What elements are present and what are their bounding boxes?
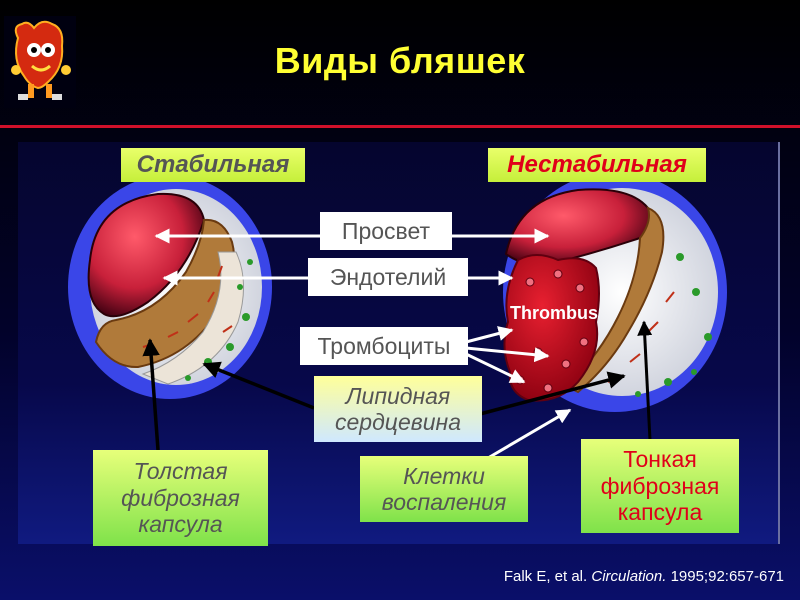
thin-cap-line3: капсула xyxy=(617,499,703,526)
lipid-core-label: Липидная сердцевина xyxy=(314,376,482,442)
stable-plaque-vessel xyxy=(68,175,272,399)
platelets-arrow-3 xyxy=(465,352,526,384)
thin-cap-arrow xyxy=(637,320,653,441)
black-pointer-arrows xyxy=(142,338,626,451)
thick-cap-line3: капсула xyxy=(138,511,223,538)
thin-cap-line2: фиброзная xyxy=(600,472,720,499)
lumen-label: Просвет xyxy=(320,212,452,250)
citation-details: 1995;92:657-671 xyxy=(670,568,784,585)
platelets-arrow-1 xyxy=(465,326,514,344)
white-pointer-arrows xyxy=(154,228,653,460)
unstable-plaque-vessel: Thrombus xyxy=(503,172,727,412)
thick-cap-arrow xyxy=(142,338,160,451)
lipid-core-label-line1: Липидная xyxy=(345,382,451,409)
heart-logo-icon xyxy=(4,16,76,108)
inflammatory-cells-label-line1: Клетки xyxy=(403,462,485,489)
lipid-arrow-right xyxy=(479,371,626,416)
thick-fibrous-cap-label: Толстая фиброзная капсула xyxy=(93,450,268,546)
platelets-arrow-2 xyxy=(465,346,550,363)
thick-cap-line1: Толстая xyxy=(133,458,228,485)
thrombus-label: Thrombus xyxy=(510,303,598,323)
citation-authors: Falk E, et al. xyxy=(503,568,588,585)
endothelium-label: Эндотелий xyxy=(308,258,468,296)
thin-cap-line1: Тонкая xyxy=(623,446,697,473)
inflammatory-cells-label: Клетки воспаления xyxy=(360,456,528,522)
lipid-arrow-left xyxy=(202,361,315,410)
citation-journal: Circulation. xyxy=(591,568,667,585)
lipid-core-label-line2: сердцевина xyxy=(335,409,461,435)
unstable-plaque-header: Нестабильная xyxy=(488,148,706,182)
plaque-diagram-panel: Thrombus xyxy=(18,142,780,544)
inflammatory-cells-label-line2: воспаления xyxy=(381,489,507,515)
thick-cap-line2: фиброзная xyxy=(121,484,240,511)
plaque-illustration: Thrombus xyxy=(68,172,727,460)
title-divider xyxy=(0,125,800,128)
unstable-plaque-header-text: Нестабильная xyxy=(507,151,687,179)
slide-title: Виды бляшек xyxy=(274,40,526,81)
thin-fibrous-cap-label: Тонкая фиброзная капсула xyxy=(581,439,739,533)
platelets-label: Тромбоциты xyxy=(300,327,468,365)
citation: Falk E, et al. Circulation. 1995;92:657-… xyxy=(504,568,784,585)
inflammatory-arrow xyxy=(487,408,572,460)
stable-plaque-header: Стабильная xyxy=(121,148,305,182)
